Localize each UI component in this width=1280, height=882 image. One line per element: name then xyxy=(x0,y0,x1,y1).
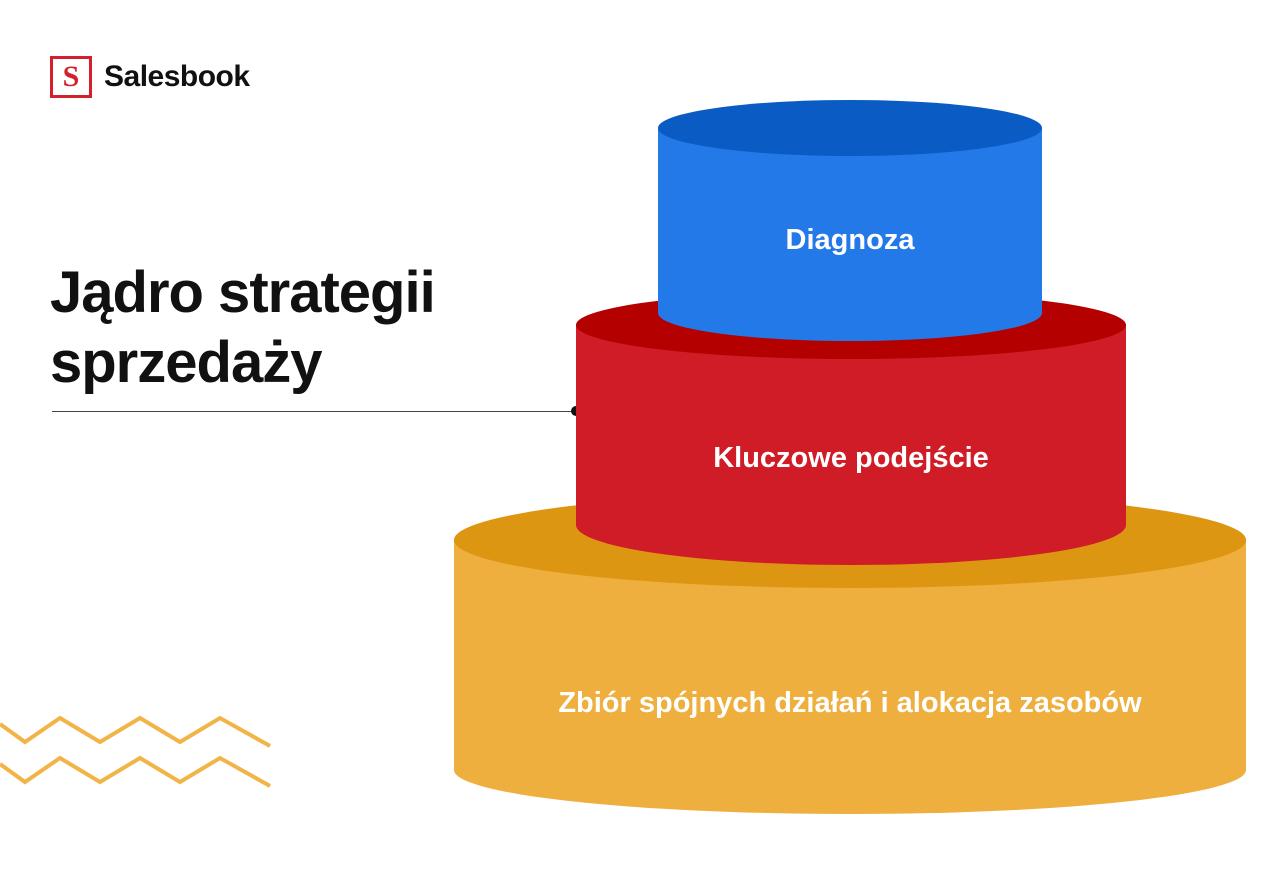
title-line-2: sprzedaży xyxy=(50,330,322,395)
tier-label-zbior-dzialan: Zbiór spójnych działań i alokacja zasobó… xyxy=(558,687,1142,719)
logo-mark-icon: S xyxy=(50,56,92,98)
zigzag-decoration-icon xyxy=(0,715,271,788)
tier-label-diagnoza: Diagnoza xyxy=(785,224,915,256)
brand-logo: S Salesbook xyxy=(50,56,250,98)
tier-top xyxy=(658,100,1042,341)
tier-label-kluczowe-podejscie: Kluczowe podejście xyxy=(713,442,989,474)
page-title: Jądro strategii sprzedaży xyxy=(50,258,530,398)
connector-line xyxy=(52,411,576,412)
brand-name: Salesbook xyxy=(104,60,250,93)
title-line-1: Jądro strategii xyxy=(50,260,436,325)
